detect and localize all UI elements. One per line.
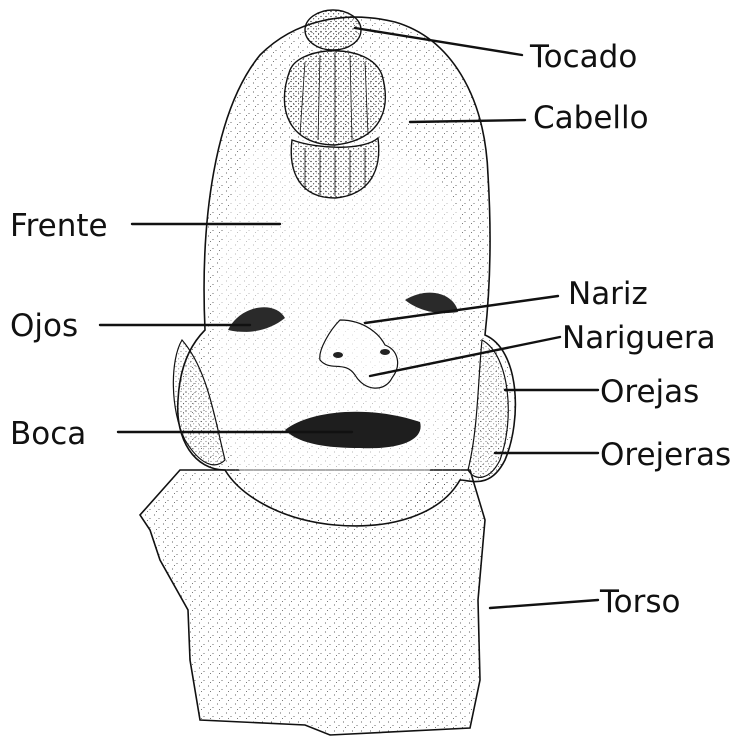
leader-torso — [490, 600, 598, 608]
label-torso: Torso — [599, 584, 681, 620]
label-orejas: Orejas — [600, 374, 699, 410]
label-cabello: Cabello — [533, 100, 649, 136]
label-boca: Boca — [10, 416, 86, 452]
label-nariguera: Nariguera — [562, 320, 716, 356]
headdress-knob — [305, 10, 361, 50]
label-ojos: Ojos — [10, 308, 78, 344]
nostril-right — [380, 349, 390, 355]
label-tocado: Tocado — [529, 39, 637, 75]
nostril-left — [333, 352, 343, 358]
label-orejeras: Orejeras — [600, 437, 731, 473]
label-frente: Frente — [10, 208, 108, 244]
label-nariz: Nariz — [568, 276, 648, 312]
